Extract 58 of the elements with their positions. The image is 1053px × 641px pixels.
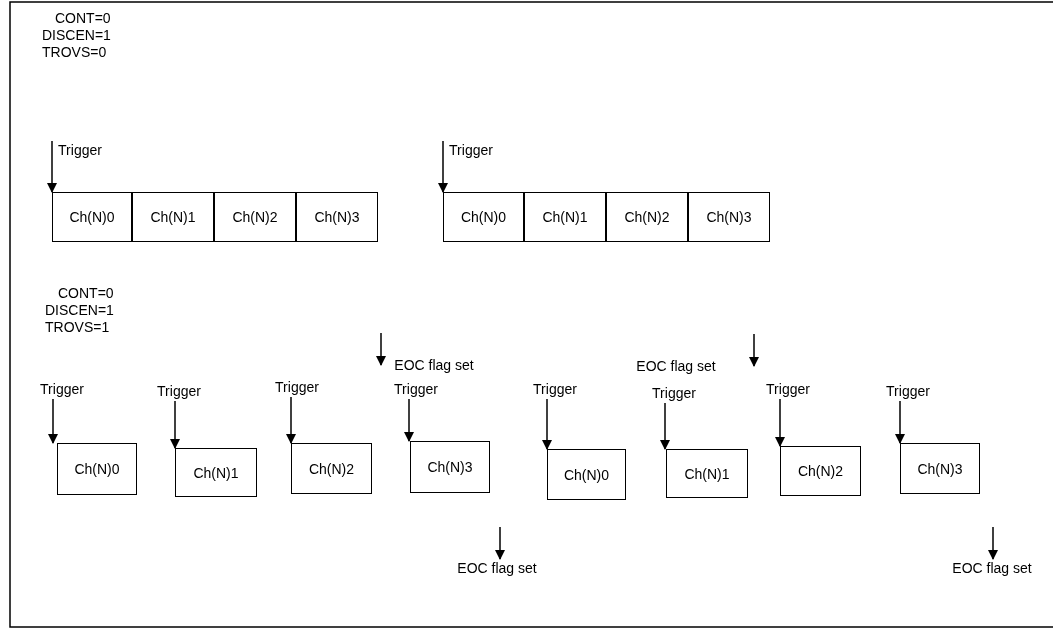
trigger-label: Trigger — [449, 141, 493, 158]
note-text: TROVS=1 — [45, 319, 110, 336]
channel-label: Ch(N)3 — [706, 209, 752, 225]
arrow — [660, 402, 670, 450]
trigger-label: Trigger — [394, 380, 438, 397]
arrow — [404, 398, 414, 442]
trigger-label: Trigger — [40, 380, 84, 397]
channel-box — [410, 441, 490, 493]
channel-box — [291, 443, 372, 494]
trigger-label: Trigger — [275, 378, 319, 395]
channel-label: Ch(N)3 — [427, 459, 473, 475]
channel-label: Ch(N)2 — [232, 209, 278, 225]
note-text: CONT=0 — [58, 285, 114, 302]
status-text: EOC flag set — [636, 358, 716, 374]
status-text: EOC flag set — [952, 560, 1032, 576]
trigger-label: Trigger — [157, 382, 201, 399]
channel-label: Ch(N)2 — [797, 463, 844, 479]
note-text: TROVS=0 — [42, 44, 107, 61]
channel-label: Ch(N)0 — [74, 461, 120, 477]
channel-box — [780, 446, 861, 496]
trigger-label: Trigger — [652, 384, 696, 401]
trigger-label: Trigger — [533, 380, 577, 397]
channel-label: Ch(N)2 — [624, 209, 670, 225]
channel-label: Ch(N)1 — [193, 464, 239, 481]
arrow — [47, 140, 57, 193]
arrow — [495, 526, 505, 560]
channel-box — [900, 443, 980, 494]
arrow — [749, 333, 759, 367]
arrow — [988, 526, 998, 560]
channel-label: Ch(N)0 — [563, 466, 610, 483]
arrow — [170, 400, 180, 449]
trigger-label: Trigger — [58, 141, 102, 158]
arrow — [438, 140, 448, 193]
channel-box — [547, 449, 626, 500]
arrow — [895, 400, 905, 444]
channel-label: Ch(N)0 — [69, 209, 115, 225]
arrow — [542, 398, 552, 450]
arrow — [775, 398, 785, 447]
status-text: EOC flag set — [457, 560, 537, 576]
note-text: CONT=0 — [55, 10, 111, 27]
trigger-label: Trigger — [886, 382, 930, 399]
channel-label: Ch(N)3 — [917, 460, 963, 477]
channel-label: Ch(N)1 — [684, 465, 730, 482]
trigger-label: Trigger — [766, 380, 810, 397]
channel-label: Ch(N)2 — [308, 460, 355, 477]
note-text: DISCEN=1 — [42, 27, 111, 44]
arrow — [286, 396, 296, 444]
arrow — [48, 398, 58, 444]
status-text: EOC flag set — [394, 357, 474, 373]
channel-label: Ch(N)1 — [542, 209, 588, 225]
note-text: DISCEN=1 — [45, 302, 114, 319]
channel-label: Ch(N)1 — [150, 209, 196, 225]
channel-box — [57, 443, 137, 495]
arrow — [376, 332, 386, 366]
channel-label: Ch(N)0 — [460, 209, 507, 225]
channel-box — [175, 448, 257, 497]
channel-label: Ch(N)3 — [314, 209, 360, 225]
channel-box — [666, 449, 748, 498]
